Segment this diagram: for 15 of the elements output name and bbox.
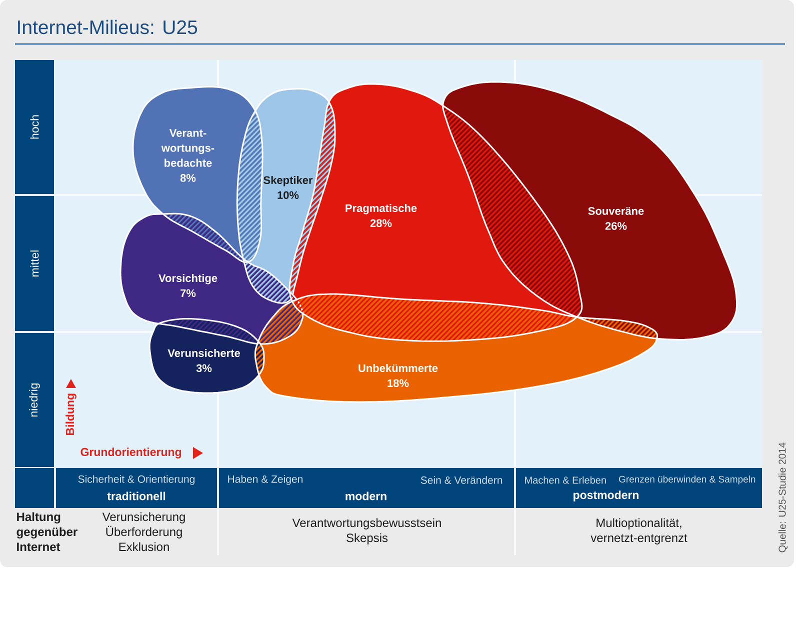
axis-label: Grundorientierung <box>80 448 182 458</box>
axis-label: Bildung <box>66 394 76 435</box>
axis-band: hoch <box>15 60 54 194</box>
title: Internet-Milieus: U25 <box>18 20 198 34</box>
column-header: Sicherheit & Orientierung traditionell <box>56 468 217 508</box>
milieu-blob: Unbekümmerte 18% <box>254 293 658 403</box>
cell-text: Verunsicherung Überforderung Exklusion <box>102 512 185 552</box>
source-note: Quelle: U25-Studie 2014 <box>778 442 788 552</box>
node-label: niedrig <box>29 384 40 416</box>
axis-band: mittel <box>15 196 54 331</box>
column-header: Haben & Zeigen Sein & Verändern modern <box>219 468 514 508</box>
row-label: Haltung gegenüber Internet <box>16 512 78 552</box>
column-header: Machen & Erleben Grenzen überwinden & Sampeln postmodern <box>516 468 762 508</box>
milieu-blob: Verunsicherte 3% <box>148 318 265 394</box>
milieu-blob: Souveräne 26% <box>442 81 738 340</box>
